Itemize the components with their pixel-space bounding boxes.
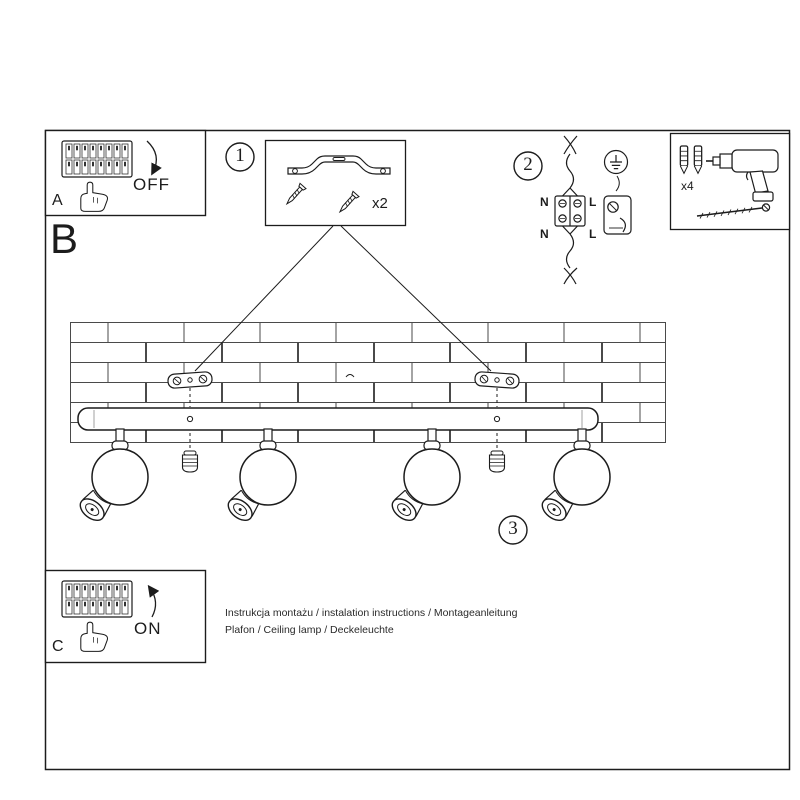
mounting-rail [77,388,599,431]
wall-anchor-icon [693,145,703,174]
step-2-number: 2 [523,154,533,175]
step-3-number: 3 [508,518,518,539]
step-1-marker [225,142,255,172]
off-label: OFF [133,175,170,194]
wall-bracket-right [473,370,521,390]
footer-product-line: Plafon / Ceiling lamp / Deckeleuchte [225,624,394,636]
drill-icon [706,149,779,202]
long-screw-icon [696,203,771,219]
alignment-lines [194,225,492,372]
brackets-quantity-label: x2 [372,195,388,212]
wire-label-l-top: L [589,195,597,209]
on-arrow-icon [147,584,160,618]
step-3-marker [498,515,528,545]
section-b-label: B [50,215,79,262]
wall-bracket-left [166,370,214,390]
wiring-diagram [554,135,586,285]
spotlight-4 [537,428,611,526]
spotlight-3 [387,428,461,526]
wire-label-l-bottom: L [589,227,597,241]
panel-a-label: A [52,192,63,209]
tools-illustration [679,145,779,219]
wire-label-n-bottom: N [540,227,549,241]
wire-label-n-top: N [540,195,549,209]
step-1-number: 1 [235,145,245,166]
mounting-bracket-icon [287,155,391,175]
main-frame [44,129,791,771]
cable-clamp-illustration [603,175,632,235]
panel-c-label: C [52,638,64,655]
bracket-kit-illustration [283,155,391,216]
step-2-marker [513,151,543,181]
panel-a-illustration [61,140,162,213]
on-label: ON [134,619,162,638]
bracket-kit-box [264,139,407,227]
ground-symbol-icon [603,149,629,175]
gu10-bulb-right [488,433,506,473]
anchors-quantity-label: x4 [681,179,694,193]
off-arrow-icon [146,140,162,176]
panel-c-illustration [61,580,160,653]
spotlight-2 [223,428,297,526]
gu10-bulb-left [181,433,199,473]
wall-anchor-icon [679,145,689,174]
spotlight-1 [75,428,149,526]
footer-instructions-line: Instrukcja montażu / instalation instruc… [225,607,518,619]
